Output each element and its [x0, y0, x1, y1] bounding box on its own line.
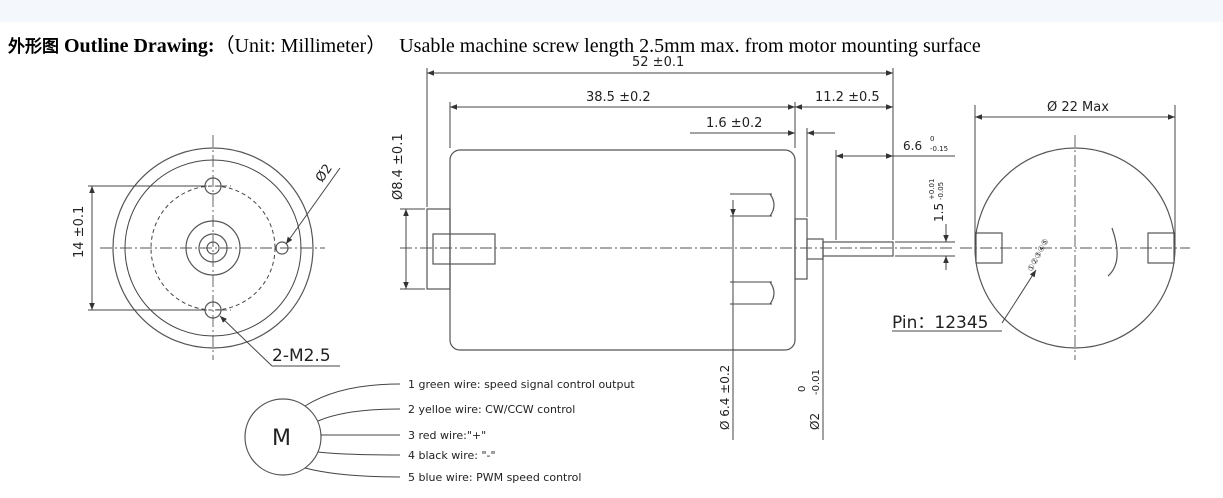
wiring-diagram: M 1 green wire: speed signal control out…	[244, 378, 635, 484]
shaft-flat-tol-dn: -0.15	[930, 145, 948, 153]
shaft-flat-tol-up: 0	[930, 135, 934, 143]
wire-1: 1 green wire: speed signal control outpu…	[408, 378, 635, 391]
wire-4: 4 black wire: "-"	[408, 449, 496, 462]
title-unit: （Unit: Millimeter）	[214, 35, 387, 57]
shaft-diameter-label: Ø2	[808, 413, 822, 430]
rear-end-view: Ø 22 Max ①②③④⑤ Pin：12345	[892, 100, 1190, 360]
motor-symbol: M	[272, 426, 291, 451]
hole-diameter-label: Ø2	[313, 162, 336, 186]
wire-3: 3 red wire:"+"	[408, 429, 486, 442]
motor-symbol-circle	[244, 398, 322, 476]
shaft-diameter-tol-dn: -0.01	[811, 369, 822, 395]
overall-length-label: 52 ±0.1	[632, 55, 684, 70]
wire-2: 2 yelloe wire: CW/CCW control	[408, 403, 575, 416]
drawing-title: 外形图 Outline Drawing:（Unit: Millimeter） U…	[8, 29, 981, 58]
hole-pitch-label: 14 ±0.1	[72, 206, 87, 258]
side-view: 52 ±0.1 38.5 ±0.2 11.2 ±0.5 1.6 ±0.2 6.6…	[391, 55, 955, 440]
pin-digits: ①②③④⑤	[1026, 237, 1051, 273]
shaft-flat-label: 6.6	[903, 139, 922, 153]
top-bar	[0, 0, 1223, 22]
front-end-view: 14 ±0.1 Ø2 2-M2.5	[72, 135, 341, 367]
max-diameter-label: Ø 22 Max	[1047, 100, 1109, 115]
title-note: Usable machine screw length 2.5mm max. f…	[399, 35, 981, 57]
flange-label: 1.6 ±0.2	[706, 116, 762, 131]
tail-diameter-label: Ø 6.4 ±0.2	[718, 365, 732, 430]
body-length-label: 38.5 ±0.2	[586, 90, 651, 105]
shaft-diameter-tol-up: 0	[797, 386, 808, 392]
title-outline-drawing: Outline Drawing:	[64, 35, 215, 57]
flat-height-tol-up: +0.01	[928, 179, 936, 200]
pin-label: Pin：12345	[892, 313, 988, 333]
shaft-length-label: 11.2 ±0.5	[815, 90, 880, 105]
flat-height-label: 1.5	[932, 203, 946, 222]
title-chinese: 外形图	[8, 37, 59, 57]
screw-label: 2-M2.5	[272, 346, 331, 366]
boss-diameter-label: Ø8.4 ±0.1	[391, 133, 406, 200]
wire-5: 5 blue wire: PWM speed control	[408, 471, 581, 484]
flat-height-tol-dn: -0.05	[937, 182, 945, 200]
